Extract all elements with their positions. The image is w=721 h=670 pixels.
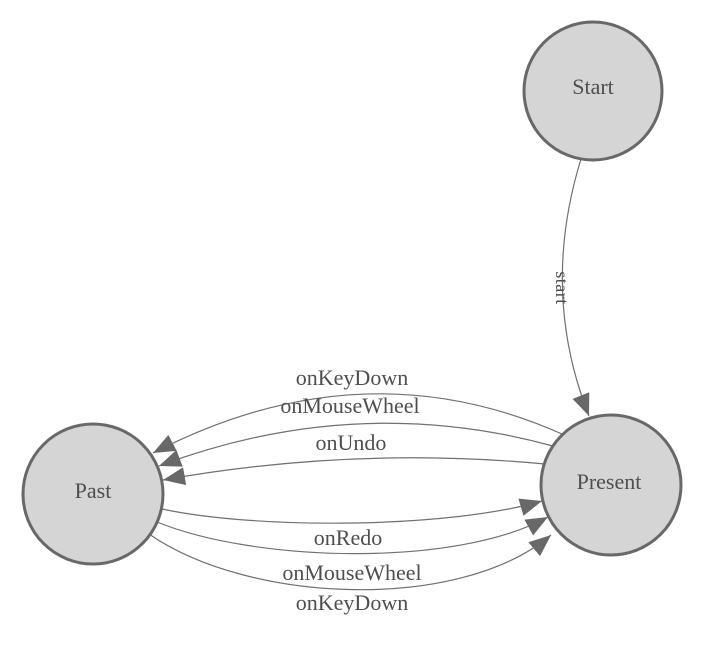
state-node-past-label: Past xyxy=(75,478,112,503)
state-node-past-circle[interactable] xyxy=(21,422,165,566)
edge-path-onmousewheel-upper[interactable] xyxy=(158,422,554,467)
edge-label-onkeydown-upper: onKeyDown xyxy=(296,365,408,390)
edge-past-to-present-mousewheel: onMouseWheel xyxy=(156,516,549,585)
edge-label-onmousewheel-lower: onMouseWheel xyxy=(282,560,421,585)
state-node-past[interactable]: Past xyxy=(21,422,165,566)
edge-path-onredo[interactable] xyxy=(161,498,543,524)
state-node-present-circle[interactable] xyxy=(539,413,683,557)
edge-path-onkeydown-lower[interactable] xyxy=(148,533,552,591)
state-node-start[interactable]: Start xyxy=(522,20,664,162)
edge-path-onkeydown-upper[interactable] xyxy=(152,393,563,454)
edge-label-start: start xyxy=(552,271,572,305)
edge-label-onundo: onUndo xyxy=(316,430,387,455)
edge-path-onundo[interactable] xyxy=(162,457,546,486)
edge-present-to-past-keydown: onKeyDown xyxy=(152,365,563,454)
edge-past-to-present-redo: onRedo xyxy=(161,498,543,550)
edge-label-onmousewheel-upper: onMouseWheel xyxy=(280,393,419,418)
edge-label-onkeydown-lower: onKeyDown xyxy=(296,590,408,615)
edge-path-start[interactable] xyxy=(561,158,590,417)
edge-label-onredo: onRedo xyxy=(314,525,382,550)
edge-start-to-present: start xyxy=(552,158,590,417)
state-node-start-circle[interactable] xyxy=(522,20,664,162)
edge-present-to-past-undo: onUndo xyxy=(162,430,546,486)
state-node-present[interactable]: Present xyxy=(539,413,683,557)
edge-past-to-present-keydown: onKeyDown xyxy=(148,533,552,615)
edge-present-to-past-mousewheel: onMouseWheel xyxy=(158,393,554,467)
state-node-present-label: Present xyxy=(577,469,642,494)
state-node-start-label: Start xyxy=(572,74,614,99)
edge-path-onmousewheel-lower[interactable] xyxy=(156,516,549,555)
